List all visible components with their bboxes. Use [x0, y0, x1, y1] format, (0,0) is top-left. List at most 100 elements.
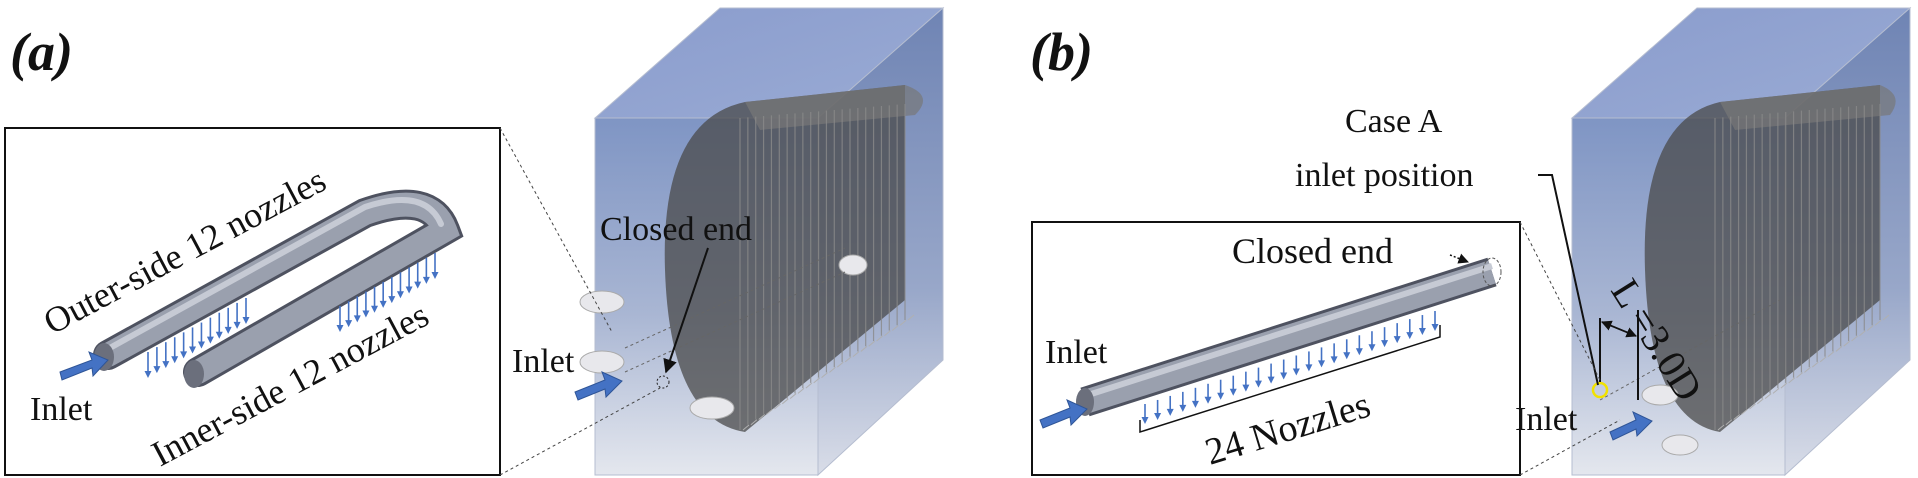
- outer-nozzle-3: [162, 342, 170, 369]
- nozzle-20-head: [1381, 340, 1389, 348]
- outer-nozzle-7: [197, 322, 205, 349]
- outer-nozzle-10: [224, 307, 232, 334]
- nozzle-18-head: [1355, 348, 1363, 356]
- inner-nozzle-11: [422, 257, 430, 284]
- inset-b-inlet-arrow: [1039, 399, 1088, 429]
- nozzle-5: [1191, 387, 1199, 408]
- coil-b-fin-foot-12: [1804, 366, 1811, 373]
- coil-a-fin-foot-20: [891, 325, 899, 331]
- nozzle-12: [1280, 359, 1288, 380]
- outer-nozzle-11-head: [233, 321, 241, 329]
- case-a-inlet-marker: [1591, 381, 1609, 399]
- inset-a-leader-top: [499, 127, 613, 333]
- nozzle-24-head: [1431, 324, 1439, 331]
- coil-b-fin-foot-7: [1764, 393, 1772, 399]
- coil-a-fin-foot-7: [789, 393, 797, 399]
- coil-a-fin-foot-3: [758, 414, 766, 420]
- coil-b-fin-foot-2: [1725, 419, 1733, 426]
- coil-a-fin-foot-2: [750, 419, 758, 426]
- nozzle-9: [1242, 371, 1250, 392]
- nozzle-1: [1141, 404, 1149, 424]
- nozzle-6: [1204, 383, 1212, 404]
- inset-a-leader-bottom: [499, 387, 661, 476]
- tank-a-port-2: [579, 350, 625, 374]
- nozzle-7: [1217, 379, 1225, 400]
- coil-a-fin-foot-15: [852, 351, 860, 358]
- tank-b-inlet-label: Inlet: [1515, 401, 1578, 438]
- coil-b-fin-foot-5: [1749, 403, 1756, 410]
- inner-nozzle-1: [336, 306, 344, 332]
- inset-a-box: [4, 127, 501, 476]
- outer-nozzle-6: [189, 327, 197, 354]
- outer-nozzle-7-head: [197, 341, 205, 349]
- coil-b-fin-foot-1: [1717, 424, 1725, 431]
- nozzle-18: [1355, 335, 1363, 356]
- outer-nozzle-1: [144, 352, 152, 378]
- outer-nozzle-2-head: [153, 366, 161, 374]
- coil-b-fin-foot-21: [1874, 319, 1882, 326]
- coil-a-fin-foot-17: [868, 340, 876, 347]
- tank-a-port-3: [689, 396, 735, 420]
- inner-nozzle-12: [431, 253, 439, 279]
- nozzle-14: [1305, 351, 1313, 372]
- inner-nozzle-6: [379, 281, 387, 308]
- coil-b-fin-foot-16: [1835, 346, 1843, 352]
- inner-nozzle-10: [414, 262, 422, 289]
- coil-b-fin-foot-20: [1866, 325, 1874, 331]
- inner-nozzle-3-head: [353, 315, 361, 323]
- tank-a-inlet-arrow: [574, 371, 623, 401]
- inset-b-closed-end-arrow: [1449, 253, 1469, 264]
- coil-b-fin-foot-15: [1827, 351, 1835, 358]
- coil-a-fin-foot-8: [797, 387, 805, 394]
- nozzle-15: [1318, 347, 1326, 368]
- nozzle-15-head: [1318, 360, 1326, 368]
- inner-nozzle-2-head: [345, 320, 353, 328]
- case-a-label-line1: Case A: [1345, 103, 1443, 140]
- inner-nozzle-2: [345, 301, 353, 328]
- nozzle-5-head: [1191, 400, 1199, 408]
- tank-a-closed-end-mark: [656, 375, 670, 389]
- nozzle-22-head: [1406, 332, 1414, 340]
- nozzle-10: [1254, 367, 1262, 388]
- panel-b: (b) L =3.0D Case A inlet position: [1030, 6, 1912, 477]
- nozzle-21: [1393, 323, 1401, 344]
- nozzle-16: [1330, 343, 1338, 364]
- nozzles-bracket: [1139, 325, 1441, 434]
- inner-nozzle-4-head: [362, 310, 370, 318]
- coil-b-fin-foot-14: [1819, 356, 1827, 363]
- inset-b-nozzles: [1141, 311, 1439, 424]
- inner-nozzle-5-head: [371, 305, 379, 313]
- inner-nozzle-1-head: [336, 325, 344, 332]
- inset-b-inlet-label: Inlet: [1045, 334, 1108, 371]
- nozzle-23-head: [1418, 328, 1426, 336]
- nozzle-3-head: [1166, 408, 1174, 416]
- coil-b-top-rim: [1720, 85, 1896, 130]
- coil-b-fin-foot-22: [1882, 314, 1890, 321]
- nozzle-7-head: [1217, 392, 1225, 400]
- nozzle-19: [1368, 331, 1376, 352]
- nozzle-4-head: [1179, 404, 1187, 412]
- nozzle-13-head: [1292, 368, 1300, 376]
- coil-a-fin-foot-5: [774, 403, 781, 410]
- inner-nozzle-9: [405, 267, 413, 294]
- nozzle-6-head: [1204, 396, 1212, 404]
- inner-nozzle-8: [396, 272, 404, 299]
- tank-a-inlet-label: Inlet: [512, 343, 575, 380]
- coil-b-fin-foot-6: [1756, 398, 1764, 405]
- inner-nozzle-3: [353, 296, 361, 323]
- inset-b-leader-bottom: [1519, 419, 1621, 476]
- inset-a-inner-nozzles: [336, 253, 439, 332]
- outer-nozzle-9: [215, 312, 223, 339]
- tank-a-inner-pipe: [624, 247, 846, 373]
- inset-a-inlet-label: Inlet: [30, 391, 93, 428]
- coil-a-fin-foot-22: [907, 314, 915, 321]
- nozzle-11-head: [1267, 376, 1275, 384]
- coil-b-fin-foot-13: [1811, 361, 1819, 368]
- case-a-leader: [1538, 174, 1599, 386]
- coil-a-fin-foot-13: [836, 361, 844, 368]
- nozzle-22: [1406, 319, 1414, 340]
- panel-a: (a): [4, 6, 945, 477]
- coil-a-fin-foot-10: [813, 377, 821, 384]
- inner-nozzle-10-head: [414, 281, 422, 289]
- coil-b-fin-foot-4: [1741, 408, 1748, 415]
